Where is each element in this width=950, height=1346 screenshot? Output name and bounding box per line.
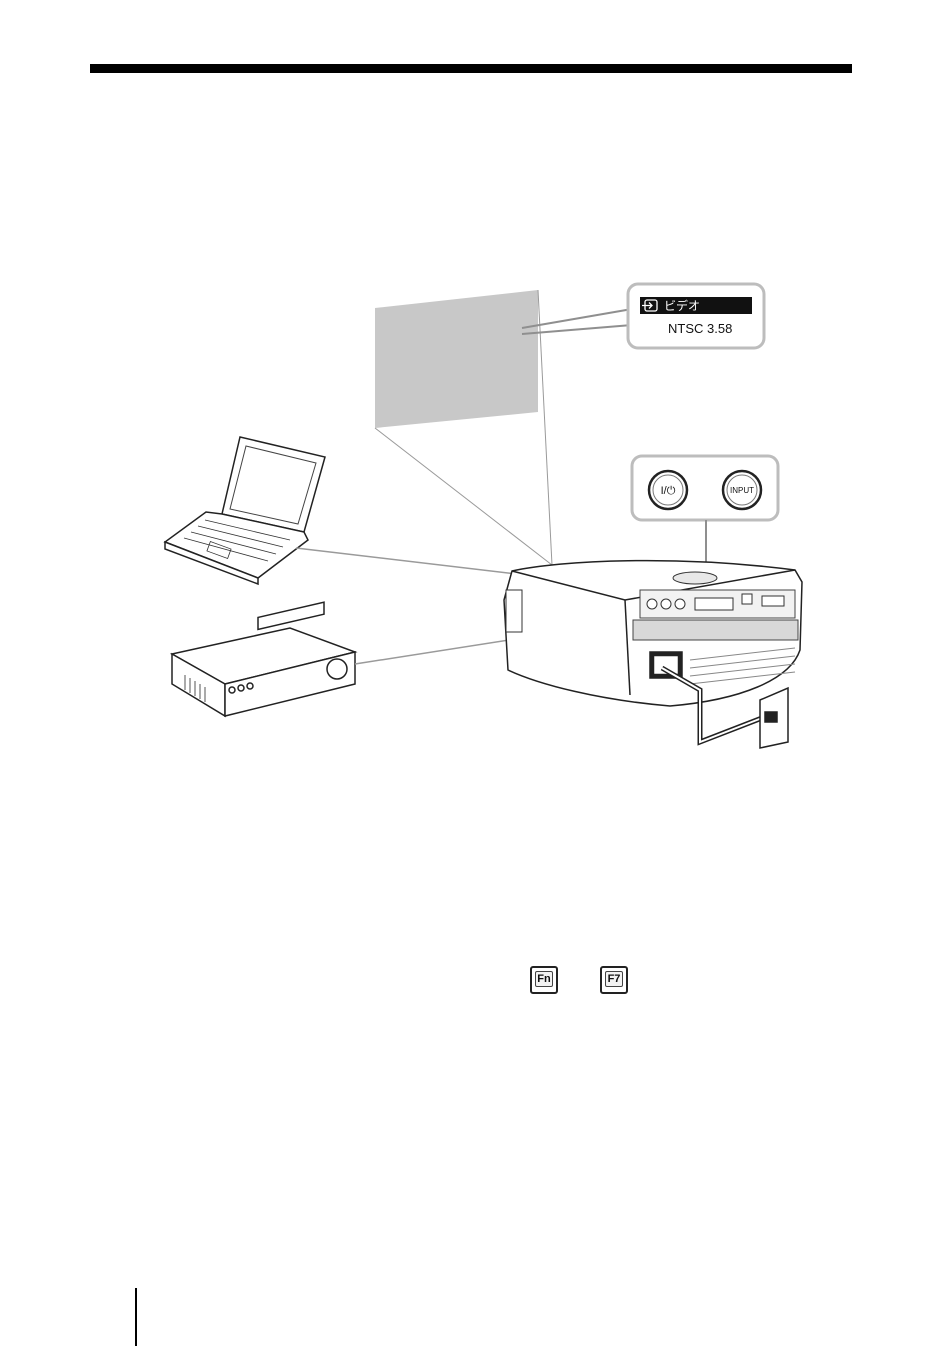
vcr-icon [172,602,355,716]
f7-key-label: F7 [605,971,623,987]
wall-outlet-icon [760,688,788,748]
input-button[interactable]: INPUT [723,471,761,509]
power-button[interactable]: I/⏻ [649,471,687,509]
power-button-label: I/⏻ [661,485,676,497]
header-rule [90,64,852,73]
f7-key: F7 [600,966,628,994]
osd-leader-lines [522,309,632,334]
projector-icon [504,561,802,706]
input-button-label: INPUT [730,486,754,495]
fn-f7-key-combo: Fn F7 [530,966,640,1000]
control-panel-callout: I/⏻ INPUT [632,456,778,562]
footer-rule [135,1288,137,1346]
fn-key: Fn [530,966,558,994]
osd-input-label: ビデオ [664,298,700,313]
fn-key-label: Fn [535,971,553,987]
projected-screen [375,290,552,565]
osd-signal-label: NTSC 3.58 [668,321,732,336]
projector-connection-illustration: ビデオ NTSC 3.58 I/⏻ INPUT [150,270,810,770]
laptop-icon [165,437,325,584]
osd-callout: ビデオ NTSC 3.58 [628,284,764,348]
